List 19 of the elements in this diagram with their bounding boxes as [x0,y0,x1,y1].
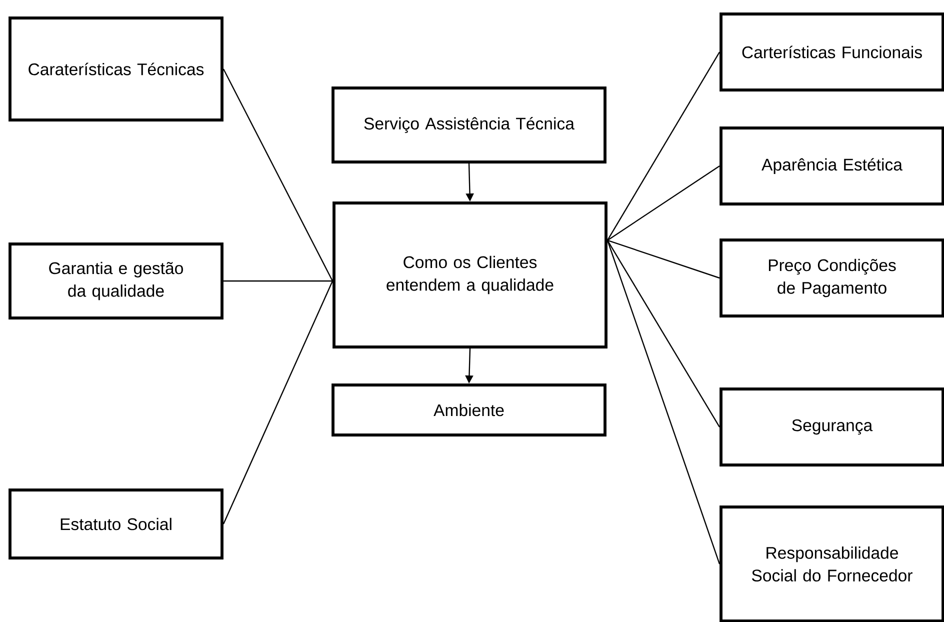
text-box: Estatuto Social [8,488,224,560]
connector-line [606,240,720,428]
text-box: Responsabilidade Social do Fornecedor [720,506,944,622]
text-box: Carterísticas Funcionais [720,12,944,92]
text-box: Serviço Assistência Técnica [332,86,606,164]
text-box: Como os Clientes entendem a qualidade [332,202,608,348]
connector-line [223,280,333,282]
connector-line [606,52,720,241]
text-box: Preço Condições de Pagamento [720,238,944,318]
text-box: Caraterísticas Técnicas [8,16,224,122]
connector-line [222,280,334,524]
text-box: Garantia e gestão da qualidade [8,242,224,320]
connector-line [222,68,334,282]
connector-line [606,240,720,564]
text-box: Ambiente [332,384,606,436]
connector-line [607,240,720,279]
text-box: Aparência Estética [720,126,944,206]
connector-line [607,166,720,241]
text-box: Segurança [720,388,944,466]
